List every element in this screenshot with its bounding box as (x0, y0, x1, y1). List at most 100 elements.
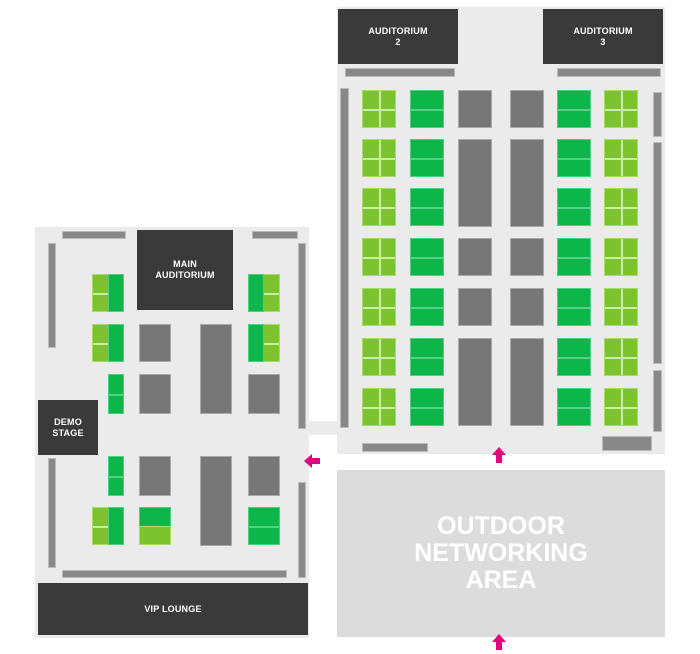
booth[interactable] (557, 188, 591, 226)
booth[interactable] (108, 456, 124, 496)
booth[interactable] (557, 238, 591, 276)
wall-booth-strip-bottom-right[interactable] (602, 436, 652, 451)
booth[interactable] (458, 288, 492, 326)
wall-booth-strip-left[interactable] (340, 88, 349, 428)
booth[interactable] (458, 139, 492, 227)
booth[interactable] (458, 90, 492, 128)
booth[interactable] (410, 388, 444, 426)
booth[interactable] (604, 238, 638, 276)
booth[interactable] (362, 188, 396, 226)
vip-lounge-label: VIP LOUNGE (144, 603, 202, 614)
demo-stage[interactable]: DEMO STAGE (38, 400, 98, 455)
corridor (309, 421, 339, 435)
booth[interactable] (362, 90, 396, 128)
booth[interactable] (362, 238, 396, 276)
entrance-arrow-icon[interactable] (490, 633, 508, 651)
booth[interactable] (92, 274, 124, 312)
booth[interactable] (510, 90, 544, 128)
booth[interactable] (557, 90, 591, 128)
wall-booth-strip-right-bottom[interactable] (298, 482, 306, 578)
booth[interactable] (92, 324, 124, 362)
wall-booth-strip-bottom-left[interactable] (362, 443, 428, 452)
wall-booth-strip-right-1[interactable] (653, 92, 662, 137)
auditorium-3[interactable]: AUDITORIUM 3 (543, 9, 663, 64)
booth-divider (605, 109, 637, 111)
booth-divider (605, 207, 637, 209)
booth[interactable] (139, 456, 171, 496)
wall-booth-strip-right-top[interactable] (298, 243, 306, 429)
booth[interactable] (248, 324, 280, 362)
auditorium-2[interactable]: AUDITORIUM 2 (338, 9, 458, 64)
booth[interactable] (139, 324, 171, 362)
booth[interactable] (362, 338, 396, 376)
booth[interactable] (139, 507, 171, 545)
booth-divider (605, 257, 637, 259)
booth[interactable] (200, 324, 232, 414)
booth-divider (109, 476, 123, 478)
booth[interactable] (200, 456, 232, 546)
booth[interactable] (458, 338, 492, 426)
entrance-arrow-icon[interactable] (303, 452, 321, 470)
booth[interactable] (510, 238, 544, 276)
wall-booth-strip-top-left[interactable] (62, 231, 126, 239)
booth[interactable] (458, 238, 492, 276)
booth-divider (363, 109, 395, 111)
booth[interactable] (557, 139, 591, 177)
outdoor-label-line2: NETWORKING (414, 539, 588, 567)
wall-booth-strip-left-top[interactable] (48, 243, 56, 348)
wall-booth-strip-right-3[interactable] (653, 370, 662, 432)
booth[interactable] (248, 507, 280, 545)
booth[interactable] (410, 288, 444, 326)
booth[interactable] (139, 374, 171, 414)
booth[interactable] (557, 388, 591, 426)
outdoor-label-line1: OUTDOOR (437, 512, 565, 540)
main-auditorium[interactable]: MAIN AUDITORIUM (137, 230, 233, 310)
booth[interactable] (604, 188, 638, 226)
booth-half (248, 274, 264, 312)
booth[interactable] (248, 274, 280, 312)
booth[interactable] (362, 288, 396, 326)
booth[interactable] (410, 238, 444, 276)
booth[interactable] (604, 338, 638, 376)
entrance-arrow-icon[interactable] (490, 446, 508, 464)
wall-booth-strip-top-left[interactable] (345, 68, 455, 77)
wall-booth-strip-bottom[interactable] (62, 570, 287, 578)
booth-divider (363, 307, 395, 309)
booth-divider (411, 307, 443, 309)
booth-divider (411, 257, 443, 259)
booth[interactable] (557, 288, 591, 326)
booth[interactable] (604, 288, 638, 326)
wall-booth-strip-left-bottom[interactable] (48, 458, 56, 568)
booth[interactable] (604, 90, 638, 128)
booth[interactable] (362, 139, 396, 177)
booth[interactable] (248, 456, 280, 496)
booth-divider (558, 207, 590, 209)
booth[interactable] (248, 374, 280, 414)
wall-booth-strip-top-right[interactable] (557, 68, 661, 77)
booth-half (108, 324, 124, 362)
booth-divider (558, 357, 590, 359)
booth[interactable] (92, 507, 124, 545)
booth[interactable] (410, 338, 444, 376)
vip-lounge[interactable]: VIP LOUNGE (38, 583, 308, 635)
booth[interactable] (604, 388, 638, 426)
booth[interactable] (604, 139, 638, 177)
booth[interactable] (362, 388, 396, 426)
booth[interactable] (510, 139, 544, 227)
booth[interactable] (557, 338, 591, 376)
booth[interactable] (410, 139, 444, 177)
booth-divider (363, 257, 395, 259)
booth[interactable] (510, 288, 544, 326)
auditorium-3-label-line2: 3 (600, 36, 606, 47)
wall-booth-strip-top-right[interactable] (252, 231, 298, 239)
booth[interactable] (108, 374, 124, 414)
wall-booth-strip-right-2[interactable] (653, 142, 662, 364)
booth[interactable] (510, 338, 544, 426)
booth-divider (411, 357, 443, 359)
auditorium-2-label-line1: AUDITORIUM (368, 25, 428, 36)
booth[interactable] (410, 188, 444, 226)
booth-divider (558, 257, 590, 259)
booth-half (139, 526, 171, 545)
outdoor-networking-area[interactable]: OUTDOOR NETWORKING AREA (337, 470, 665, 637)
booth[interactable] (410, 90, 444, 128)
